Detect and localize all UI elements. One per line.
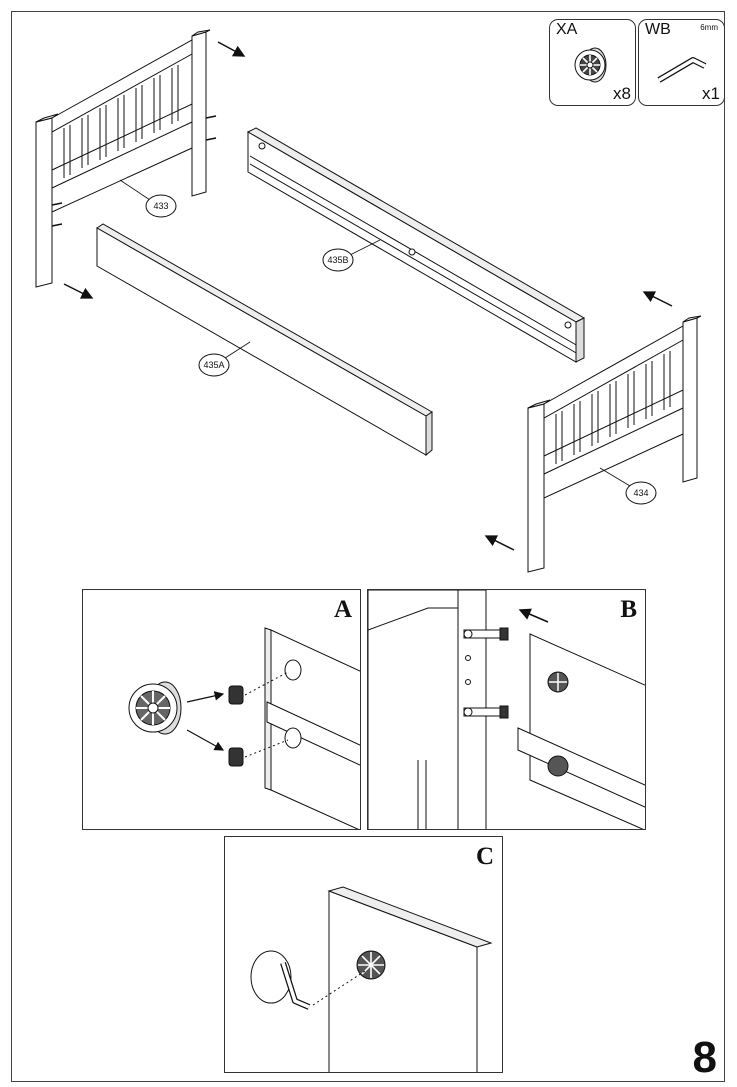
- arrow-footboard-bottom: [484, 535, 515, 551]
- footboard: [527, 315, 702, 573]
- front-rail: [96, 223, 433, 457]
- detail-panel-a: A: [82, 589, 361, 830]
- back-rail: [246, 127, 586, 363]
- page-frame: [11, 11, 725, 1082]
- detail-c-drawing: [250, 886, 493, 1072]
- svg-text:434: 434: [633, 488, 648, 498]
- hardware-box-cam-lock: XA x8: [549, 19, 636, 106]
- hardware-code: WB: [645, 21, 671, 38]
- detail-letter: C: [475, 843, 494, 870]
- detail-panel-b: B: [367, 589, 646, 830]
- hardware-qty: x1: [702, 84, 720, 103]
- callout-back-rail: 435B: [322, 248, 354, 272]
- callout-footboard: 434: [625, 481, 657, 505]
- hardware-size: 6mm: [700, 23, 718, 32]
- page-number: 8: [692, 1033, 717, 1082]
- arrow-headboard-top: [217, 41, 246, 57]
- arrow-footboard-top: [642, 291, 673, 307]
- hardware-box-allen-key: WB 6mm x1: [638, 19, 725, 106]
- detail-b-drawing: [368, 590, 645, 829]
- callout-front-rail: 435A: [198, 353, 230, 377]
- detail-panel-c: C: [224, 836, 503, 1073]
- callout-headboard: 433: [145, 194, 177, 218]
- hardware-qty: x8: [613, 84, 631, 103]
- svg-text:433: 433: [153, 201, 168, 211]
- detail-letter: A: [333, 596, 352, 623]
- detail-a-drawing: [128, 627, 360, 829]
- headboard: [35, 29, 217, 288]
- detail-letter: B: [620, 596, 637, 623]
- allen-key-icon: [657, 57, 707, 83]
- arrow-headboard-bottom: [63, 283, 94, 299]
- hardware-code: XA: [556, 21, 578, 38]
- cam-lock-icon: [574, 47, 607, 83]
- svg-text:435A: 435A: [203, 360, 224, 370]
- svg-text:435B: 435B: [327, 255, 348, 265]
